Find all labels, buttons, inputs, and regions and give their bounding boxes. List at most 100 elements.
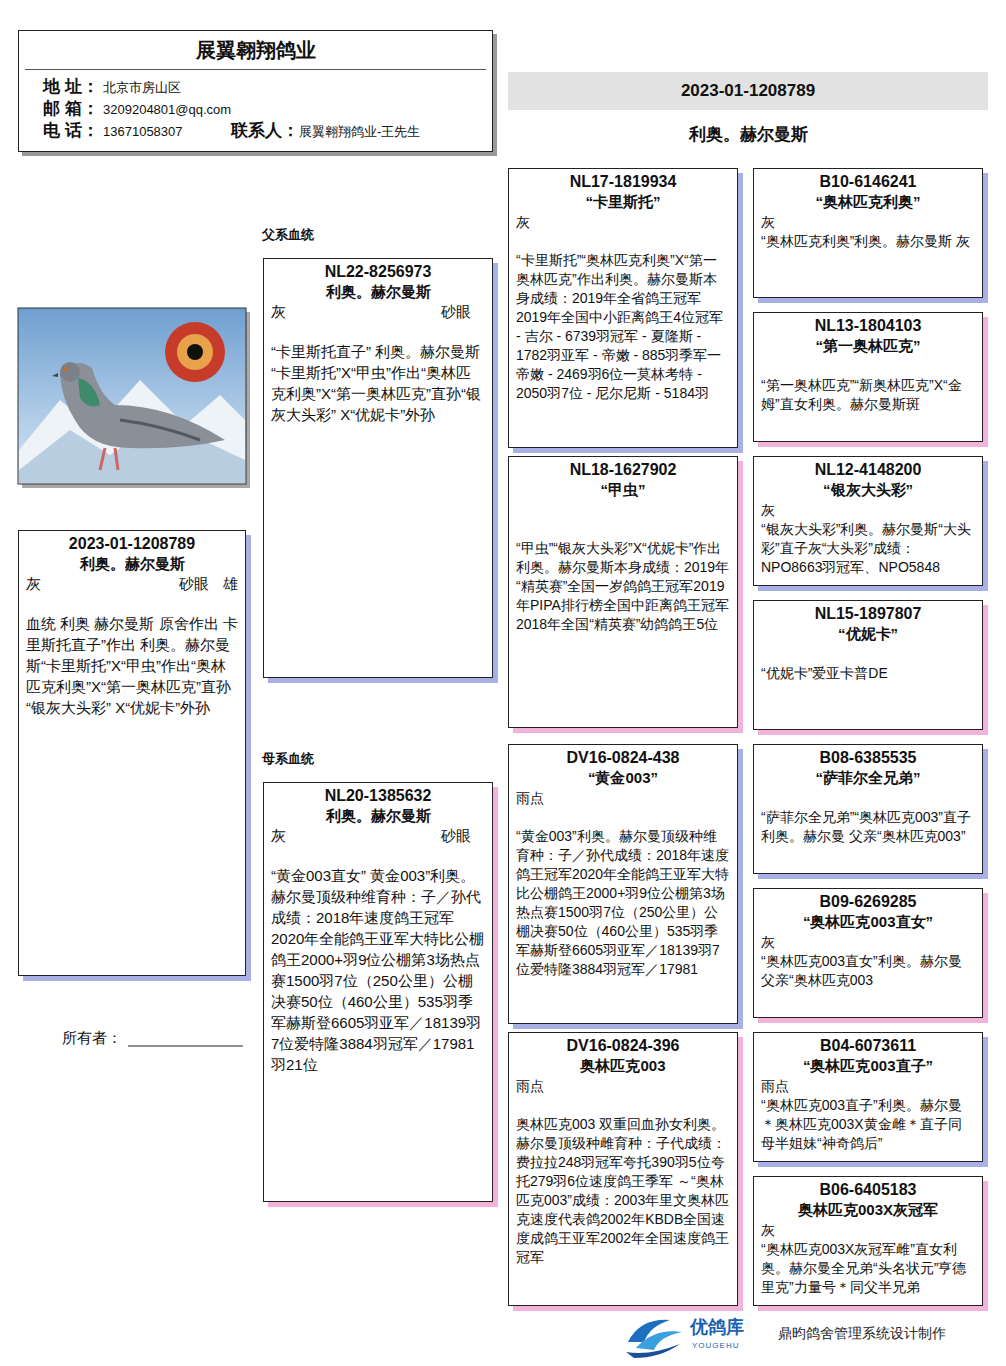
empty-row — [761, 788, 975, 808]
blank-line — [516, 520, 730, 539]
pigeon-name: “奥林匹克003直女” — [761, 912, 975, 932]
attribute-row: 灰 — [761, 212, 975, 232]
feather-color: 灰 — [26, 574, 179, 594]
ring-number: DV16-0824-396 — [516, 1036, 730, 1056]
contact-label: 地 址： — [43, 76, 103, 97]
ring-number: DV16-0824-438 — [516, 748, 730, 768]
blank-line — [516, 1096, 730, 1115]
pigeon-name: 利奥。赫尔曼斯 — [26, 554, 238, 574]
attribute-row: 灰 — [761, 932, 975, 952]
pedigree-card: NL22-8256973利奥。赫尔曼斯灰砂眼 “卡里斯托直子” 利奥。赫尔曼斯“卡… — [263, 258, 493, 678]
pigeon-name: 利奥。赫尔曼斯 — [271, 282, 485, 302]
feather-color: 灰 — [271, 302, 441, 322]
pigeon-name: “优妮卡” — [761, 624, 975, 644]
contact-label: 电 话： — [43, 120, 103, 141]
ring-number: B06-6405183 — [761, 1180, 975, 1200]
attribute-row: 灰 — [516, 212, 730, 232]
pedigree-notes: “奥林匹克003直子”利奥。赫尔曼＊奥林匹克003X黄金雌＊直子同母半姐妹“神奇… — [761, 1096, 975, 1153]
pigeon-name: “奥林匹克利奥” — [761, 192, 975, 212]
sex-mark: 雄 — [223, 574, 238, 594]
ring-number: B09-6269285 — [761, 892, 975, 912]
feather-color: 灰 — [516, 212, 730, 232]
company-title: 展翼翱翔鸽业 — [25, 35, 486, 65]
section-label: 父系血统 — [262, 226, 314, 243]
pedigree-card: NL15-1897807“优妮卡”“优妮卡”爱亚卡普DE — [753, 600, 983, 730]
pedigree-card: 展翼翱翔鸽业地 址：北京市房山区邮 箱：3209204801@qq.com电 话… — [18, 30, 493, 152]
logo-icon — [620, 1312, 690, 1358]
feather-color: 灰 — [761, 932, 975, 952]
contact-label: 邮 箱： — [43, 98, 103, 119]
ring-number: B10-6146241 — [761, 172, 975, 192]
empty-row — [761, 644, 975, 664]
feather-color: 灰 — [271, 826, 441, 846]
feather-color: 雨点 — [761, 1076, 975, 1096]
contact-value: 13671058307 — [103, 121, 231, 142]
ring-number: 2023-01-1208789 — [26, 534, 238, 554]
pedigree-card: 2023-01-1208789利奥。赫尔曼斯 — [508, 72, 988, 147]
pigeon-name: “黄金003” — [516, 768, 730, 788]
pedigree-notes: “黄金003”利奥。赫尔曼顶级种维育种：子／孙代成绩：2018年速度鸽王冠军20… — [516, 827, 730, 979]
contact-label: 联系人： — [231, 120, 299, 141]
blank-line — [271, 846, 485, 865]
pigeon-name: 奥林匹克003X灰冠军 — [761, 1200, 975, 1220]
ring-number: NL17-1819934 — [516, 172, 730, 192]
pigeon-name: “奥林匹克003直子” — [761, 1056, 975, 1076]
blank-line — [271, 322, 485, 341]
ring-number: NL13-1804103 — [761, 316, 975, 336]
feather-color: 灰 — [761, 1220, 975, 1240]
ring-number: NL18-1627902 — [516, 460, 730, 480]
attribute-row: 灰 — [761, 500, 975, 520]
empty-row — [761, 356, 975, 376]
ring-number: NL20-1385632 — [271, 786, 485, 806]
ring-number: NL22-8256973 — [271, 262, 485, 282]
pedigree-notes: “奥林匹克003X灰冠军雌”直女利奥。赫尔曼全兄弟“头名状元”亨德里克”力量号＊… — [761, 1240, 975, 1297]
pedigree-notes: “卡里斯托”“奥林匹克利奥”X“第一奥林匹克”作出利奥。赫尔曼斯本身成绩：201… — [516, 251, 730, 403]
pigeon-name: 利奥。赫尔曼斯 — [271, 806, 485, 826]
pigeon-name: “萨菲尔全兄弟” — [761, 768, 975, 788]
attribute-row: 雨点 — [761, 1076, 975, 1096]
attribute-row: 灰砂眼雄 — [26, 574, 238, 594]
feather-color: 雨点 — [516, 788, 730, 808]
brand-name: 优鸽库 — [690, 1316, 744, 1339]
pedigree-card: NL12-4148200“银灰大头彩”灰“银灰大头彩”利奥。赫尔曼斯“大头彩”直… — [753, 456, 983, 586]
pedigree-notes: 血统 利奥 赫尔曼斯 原舍作出 卡里斯托直子”作出 利奥。赫尔曼斯“卡里斯托”X… — [26, 613, 238, 718]
pedigree-notes: “卡里斯托直子” 利奥。赫尔曼斯“卡里斯托”X“甲虫”作出“奥林匹克利奥”X“第… — [271, 341, 485, 425]
pedigree-card: B06-6405183奥林匹克003X灰冠军灰“奥林匹克003X灰冠军雌”直女利… — [753, 1176, 983, 1306]
contact-value: 3209204801@qq.com — [103, 99, 231, 120]
pigeon-name: 奥林匹克003 — [516, 1056, 730, 1076]
pigeon-name-heading: 利奥。赫尔曼斯 — [508, 123, 988, 147]
pigeon-name: “卡里斯托” — [516, 192, 730, 212]
pedigree-card: NL17-1819934“卡里斯托”灰 “卡里斯托”“奥林匹克利奥”X“第一奥林匹… — [508, 168, 738, 448]
ring-number: B04-6073611 — [761, 1036, 975, 1056]
attribute-row: 雨点 — [516, 1076, 730, 1096]
pedigree-notes: 奥林匹克003 双重回血孙女利奥。赫尔曼顶级种雌育种：子代成绩：费拉拉248羽冠… — [516, 1115, 730, 1267]
pedigree-card: 2023-01-1208789利奥。赫尔曼斯灰砂眼雄血统 利奥 赫尔曼斯 原舍作… — [18, 530, 246, 976]
pigeon-name: “银灰大头彩” — [761, 480, 975, 500]
feather-color: 灰 — [761, 500, 975, 520]
ring-number: NL15-1897807 — [761, 604, 975, 624]
feather-color: 灰 — [761, 212, 975, 232]
pedigree-notes: “奥林匹克利奥”利奥。赫尔曼斯 灰 — [761, 232, 975, 251]
contact-row: 邮 箱：3209204801@qq.com — [25, 98, 486, 120]
attribute-row: 雨点 — [516, 788, 730, 808]
attribute-row: 灰砂眼 — [271, 302, 485, 322]
pedigree-notes: “第一奥林匹克”“新奥林匹克”X“金姆”直女利奥。赫尔曼斯斑 — [761, 376, 975, 414]
pedigree-card: DV16-0824-438“黄金003”雨点 “黄金003”利奥。赫尔曼顶级种维育… — [508, 744, 738, 1024]
blank-line — [516, 232, 730, 251]
pedigree-notes: “萨菲尔全兄弟”“奥林匹克003”直子利奥。赫尔曼 父亲“奥林匹克003” — [761, 808, 975, 846]
credit-text: 鼎昀鸽舍管理系统设计制作 — [778, 1324, 946, 1342]
owner-label: 所有者： — [62, 1028, 122, 1048]
pedigree-notes: “甲虫”“银灰大头彩”X“优妮卡”作出利奥。赫尔曼斯本身成绩：2019年“精英赛… — [516, 539, 730, 634]
brand-latin: YOUGEHU — [692, 1341, 739, 1351]
pedigree-notes: “奥林匹克003直女”利奥。赫尔曼父亲“奥林匹克003 — [761, 952, 975, 990]
eye-type: 砂眼 — [441, 302, 471, 322]
contact-row: 地 址：北京市房山区 — [25, 76, 486, 98]
blank-line — [26, 594, 238, 613]
pedigree-card: DV16-0824-396奥林匹克003雨点奥林匹克003 双重回血孙女利奥。赫… — [508, 1032, 738, 1306]
ring-number: NL12-4148200 — [761, 460, 975, 480]
pedigree-notes: “银灰大头彩”利奥。赫尔曼斯“大头彩”直子灰“大头彩”成绩：NPO8663羽冠军… — [761, 520, 975, 577]
contact-row: 电 话：13671058307联系人：展翼翱翔鸽业-王先生 — [25, 120, 486, 142]
pedigree-card: B10-6146241“奥林匹克利奥”灰“奥林匹克利奥”利奥。赫尔曼斯 灰 — [753, 168, 983, 298]
empty-row — [516, 500, 730, 520]
